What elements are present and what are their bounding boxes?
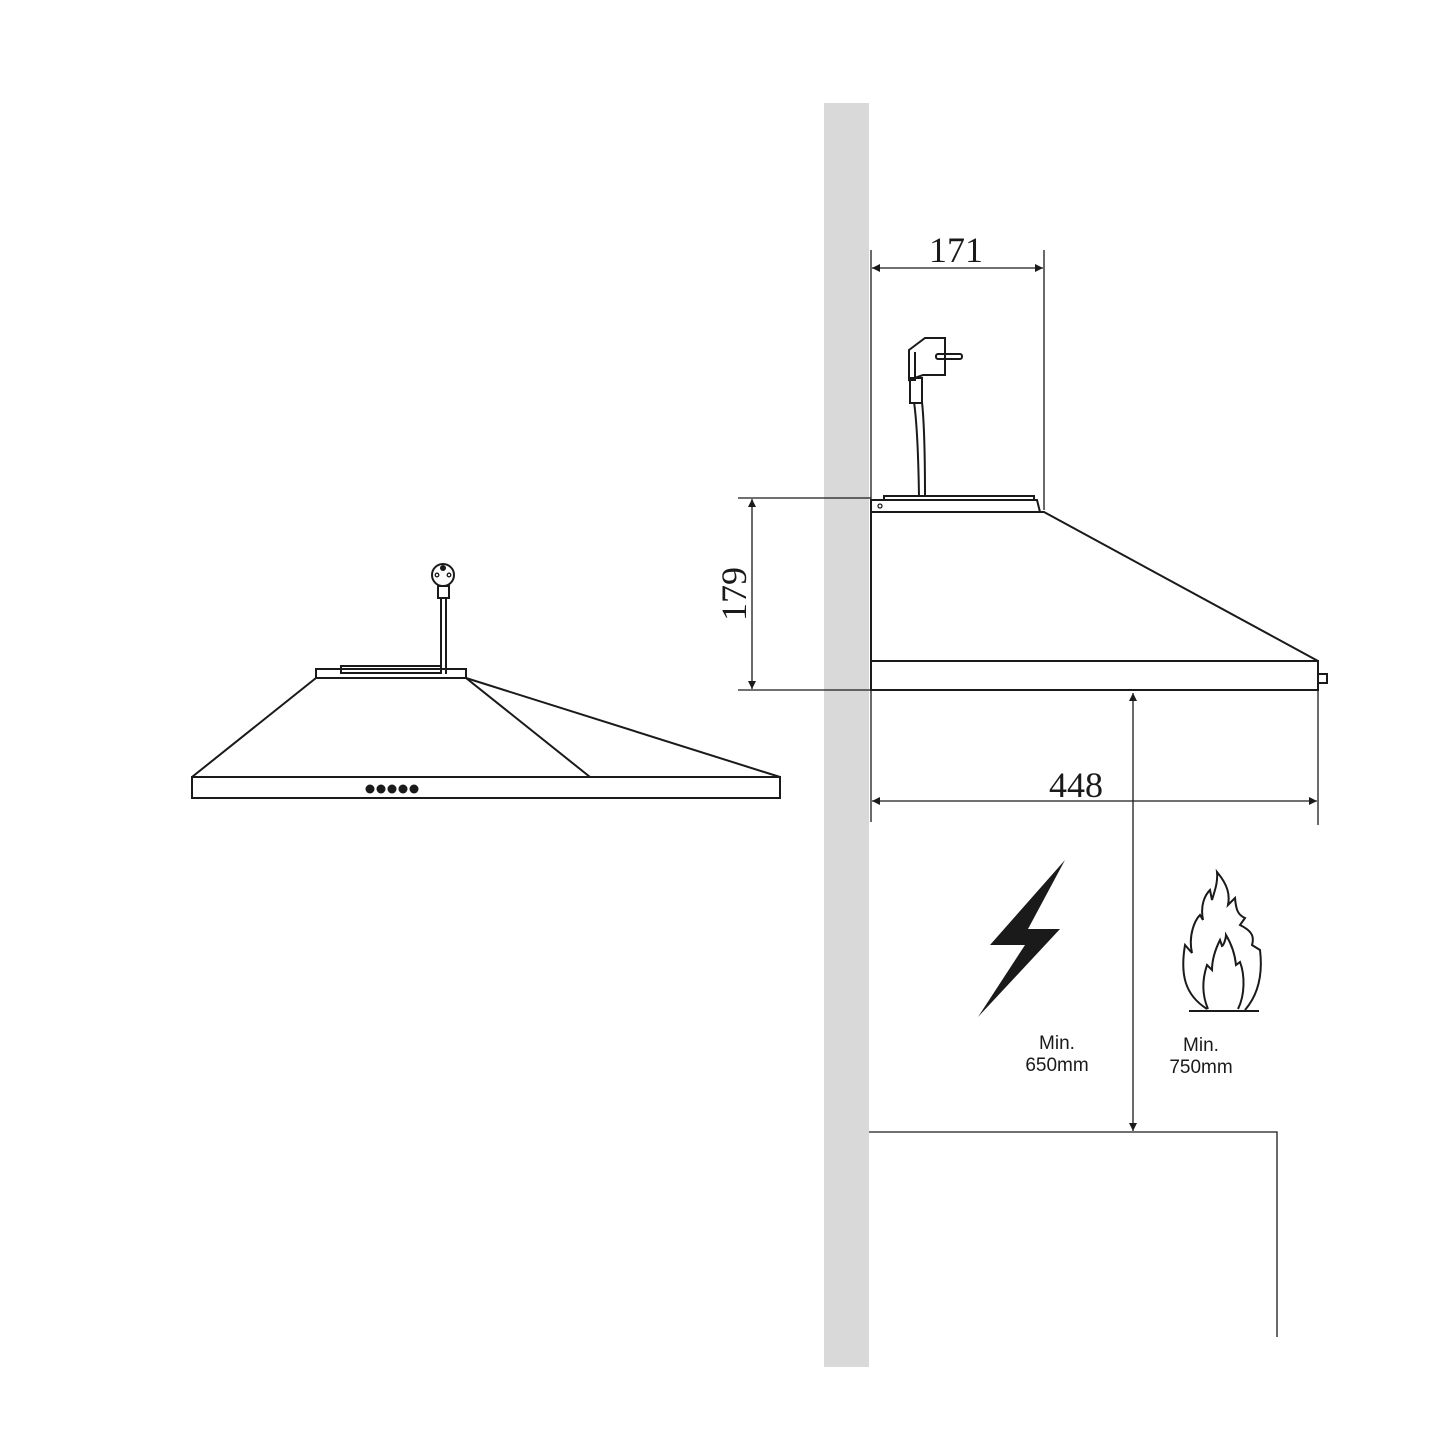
electric-min-label: Min. bbox=[1039, 1033, 1075, 1054]
dimension-448: 448 bbox=[870, 690, 1319, 825]
plug-icon bbox=[431, 563, 455, 674]
dimension-171: 171 bbox=[870, 230, 1045, 510]
wall bbox=[824, 103, 869, 1367]
gas-min-value: 750mm bbox=[1169, 1057, 1232, 1078]
lightning-icon bbox=[978, 860, 1065, 1017]
side-view-hood bbox=[870, 337, 1328, 691]
gas-min-label: Min. bbox=[1183, 1035, 1219, 1056]
plug-icon bbox=[908, 337, 963, 498]
front-view-hood bbox=[191, 563, 781, 799]
cooktop-outline bbox=[869, 1131, 1278, 1337]
dimension-171-label: 171 bbox=[929, 230, 983, 270]
flame-icon bbox=[1182, 868, 1262, 1012]
control-buttons bbox=[365, 784, 419, 794]
dimension-179-label: 179 bbox=[714, 567, 754, 621]
electric-min-value: 650mm bbox=[1025, 1055, 1088, 1076]
dimension-179: 179 bbox=[714, 497, 871, 691]
dimension-448-label: 448 bbox=[1049, 765, 1103, 805]
